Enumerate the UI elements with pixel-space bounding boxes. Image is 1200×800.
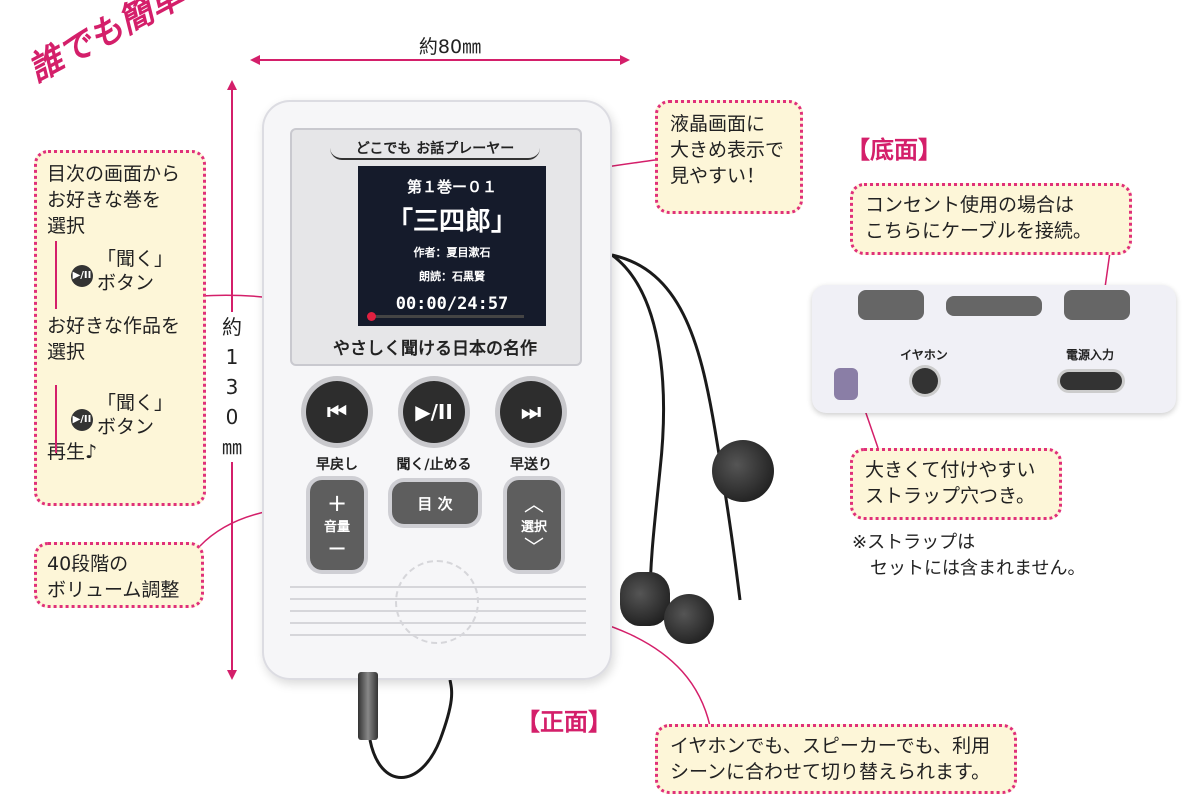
brand-label: どこでも お話プレーヤー (330, 138, 540, 160)
earbud-icon (664, 594, 714, 644)
bottom-button (946, 296, 1042, 316)
forward-label: 早送り (510, 457, 552, 473)
select-up-icon: ︿ (524, 491, 544, 516)
lcd-narrator: 朗読：石黒賢 (419, 270, 485, 283)
bottom-button (1064, 290, 1130, 320)
power-port-label: 電源入力 (1065, 348, 1114, 362)
cable-callout: コンセント使用の場合は こちらにケーブルを接続。 (850, 183, 1132, 255)
lcd-callout: 液晶画面に 大きめ表示で 見やすい！ (655, 100, 803, 214)
earphone-plug (358, 672, 378, 740)
lcd-progress-track (367, 312, 524, 321)
lcd-title: 「三四郎」 (386, 207, 517, 237)
steps-callout: 目次の画面から お好きな巻を 選択 ▶/II 「聞く」 ボタン お好きな作品を … (34, 150, 206, 506)
lcd-volume: 第１巻ー０１ (406, 178, 497, 196)
lcd-author: 作者：夏目漱石 (413, 246, 491, 259)
play-pause-icon: ▶/II (71, 409, 93, 431)
select-rocker[interactable]: ︿ 選択 ﹀ (507, 480, 561, 570)
select-down-icon: ﹀ (524, 534, 544, 559)
bottom-button (858, 290, 924, 320)
rewind-button[interactable]: ⏮ (306, 381, 368, 443)
height-dimension-label: 約 1 3 0 ㎜ (218, 312, 246, 462)
device-subtitle: やさしく聞ける日本の名作 (333, 339, 537, 359)
volume-plus-icon: + (326, 488, 348, 517)
forward-icon: ⏭ (521, 399, 541, 425)
lcd-time: 00:00/24:57 (395, 294, 509, 314)
strap-hole (834, 368, 858, 400)
play-pause-icon: ▶/II (71, 265, 93, 287)
step-3: 再生♪ (47, 441, 98, 463)
step-arrow (55, 385, 57, 453)
earbud-icon (712, 440, 774, 502)
earbud-icon (620, 572, 670, 626)
play-pause-icon: ▶/II (415, 400, 453, 424)
select-label: 選択 (520, 519, 547, 535)
front-view-label: 【正面】 (516, 708, 612, 736)
earphone-port-label: イヤホン (900, 348, 948, 362)
volume-rocker[interactable]: + 音量 − (310, 480, 364, 570)
rewind-label: 早戻し (316, 457, 358, 473)
menu-button[interactable]: 目 次 (392, 482, 478, 524)
step-2: お好きな作品を 選択 (47, 315, 181, 363)
step-arrow (55, 241, 57, 309)
earphone-port (912, 368, 938, 394)
lcd-progress-knob (367, 312, 377, 321)
play-pause-label: 聞く/止める (396, 457, 472, 473)
forward-button[interactable]: ⏭ (500, 381, 562, 443)
press-2-label: 「聞く」 ボタン (97, 392, 174, 438)
earphone-callout: イヤホンでも、スピーカーでも、利用 シーンに合わせて切り替えられます。 (655, 724, 1017, 794)
menu-label: 目 次 (417, 494, 453, 513)
rewind-icon: ⏮ (327, 399, 347, 425)
bottom-view-label: 【底面】 (846, 136, 942, 164)
step-1: 目次の画面から お好きな巻を 選択 (47, 163, 181, 237)
volume-callout: 40段階の ボリューム調整 (34, 542, 204, 608)
volume-label: 音量 (323, 519, 350, 535)
strap-note: ※ストラップは セットには含まれません。 (852, 532, 1086, 579)
press-1-label: 「聞く」 ボタン (97, 248, 174, 294)
strap-callout: 大きくて付けやすい ストラップ穴つき。 (850, 448, 1062, 520)
lcd-screen: 第１巻ー０１ 「三四郎」 作者：夏目漱石 朗読：石黒賢 00:00/24:57 (358, 166, 546, 326)
play-pause-button[interactable]: ▶/II (403, 381, 465, 443)
width-dimension-arrow (250, 55, 630, 65)
volume-minus-icon: − (326, 533, 348, 562)
width-dimension-label: 約80㎜ (395, 32, 505, 59)
usb-c-port (1060, 372, 1122, 390)
